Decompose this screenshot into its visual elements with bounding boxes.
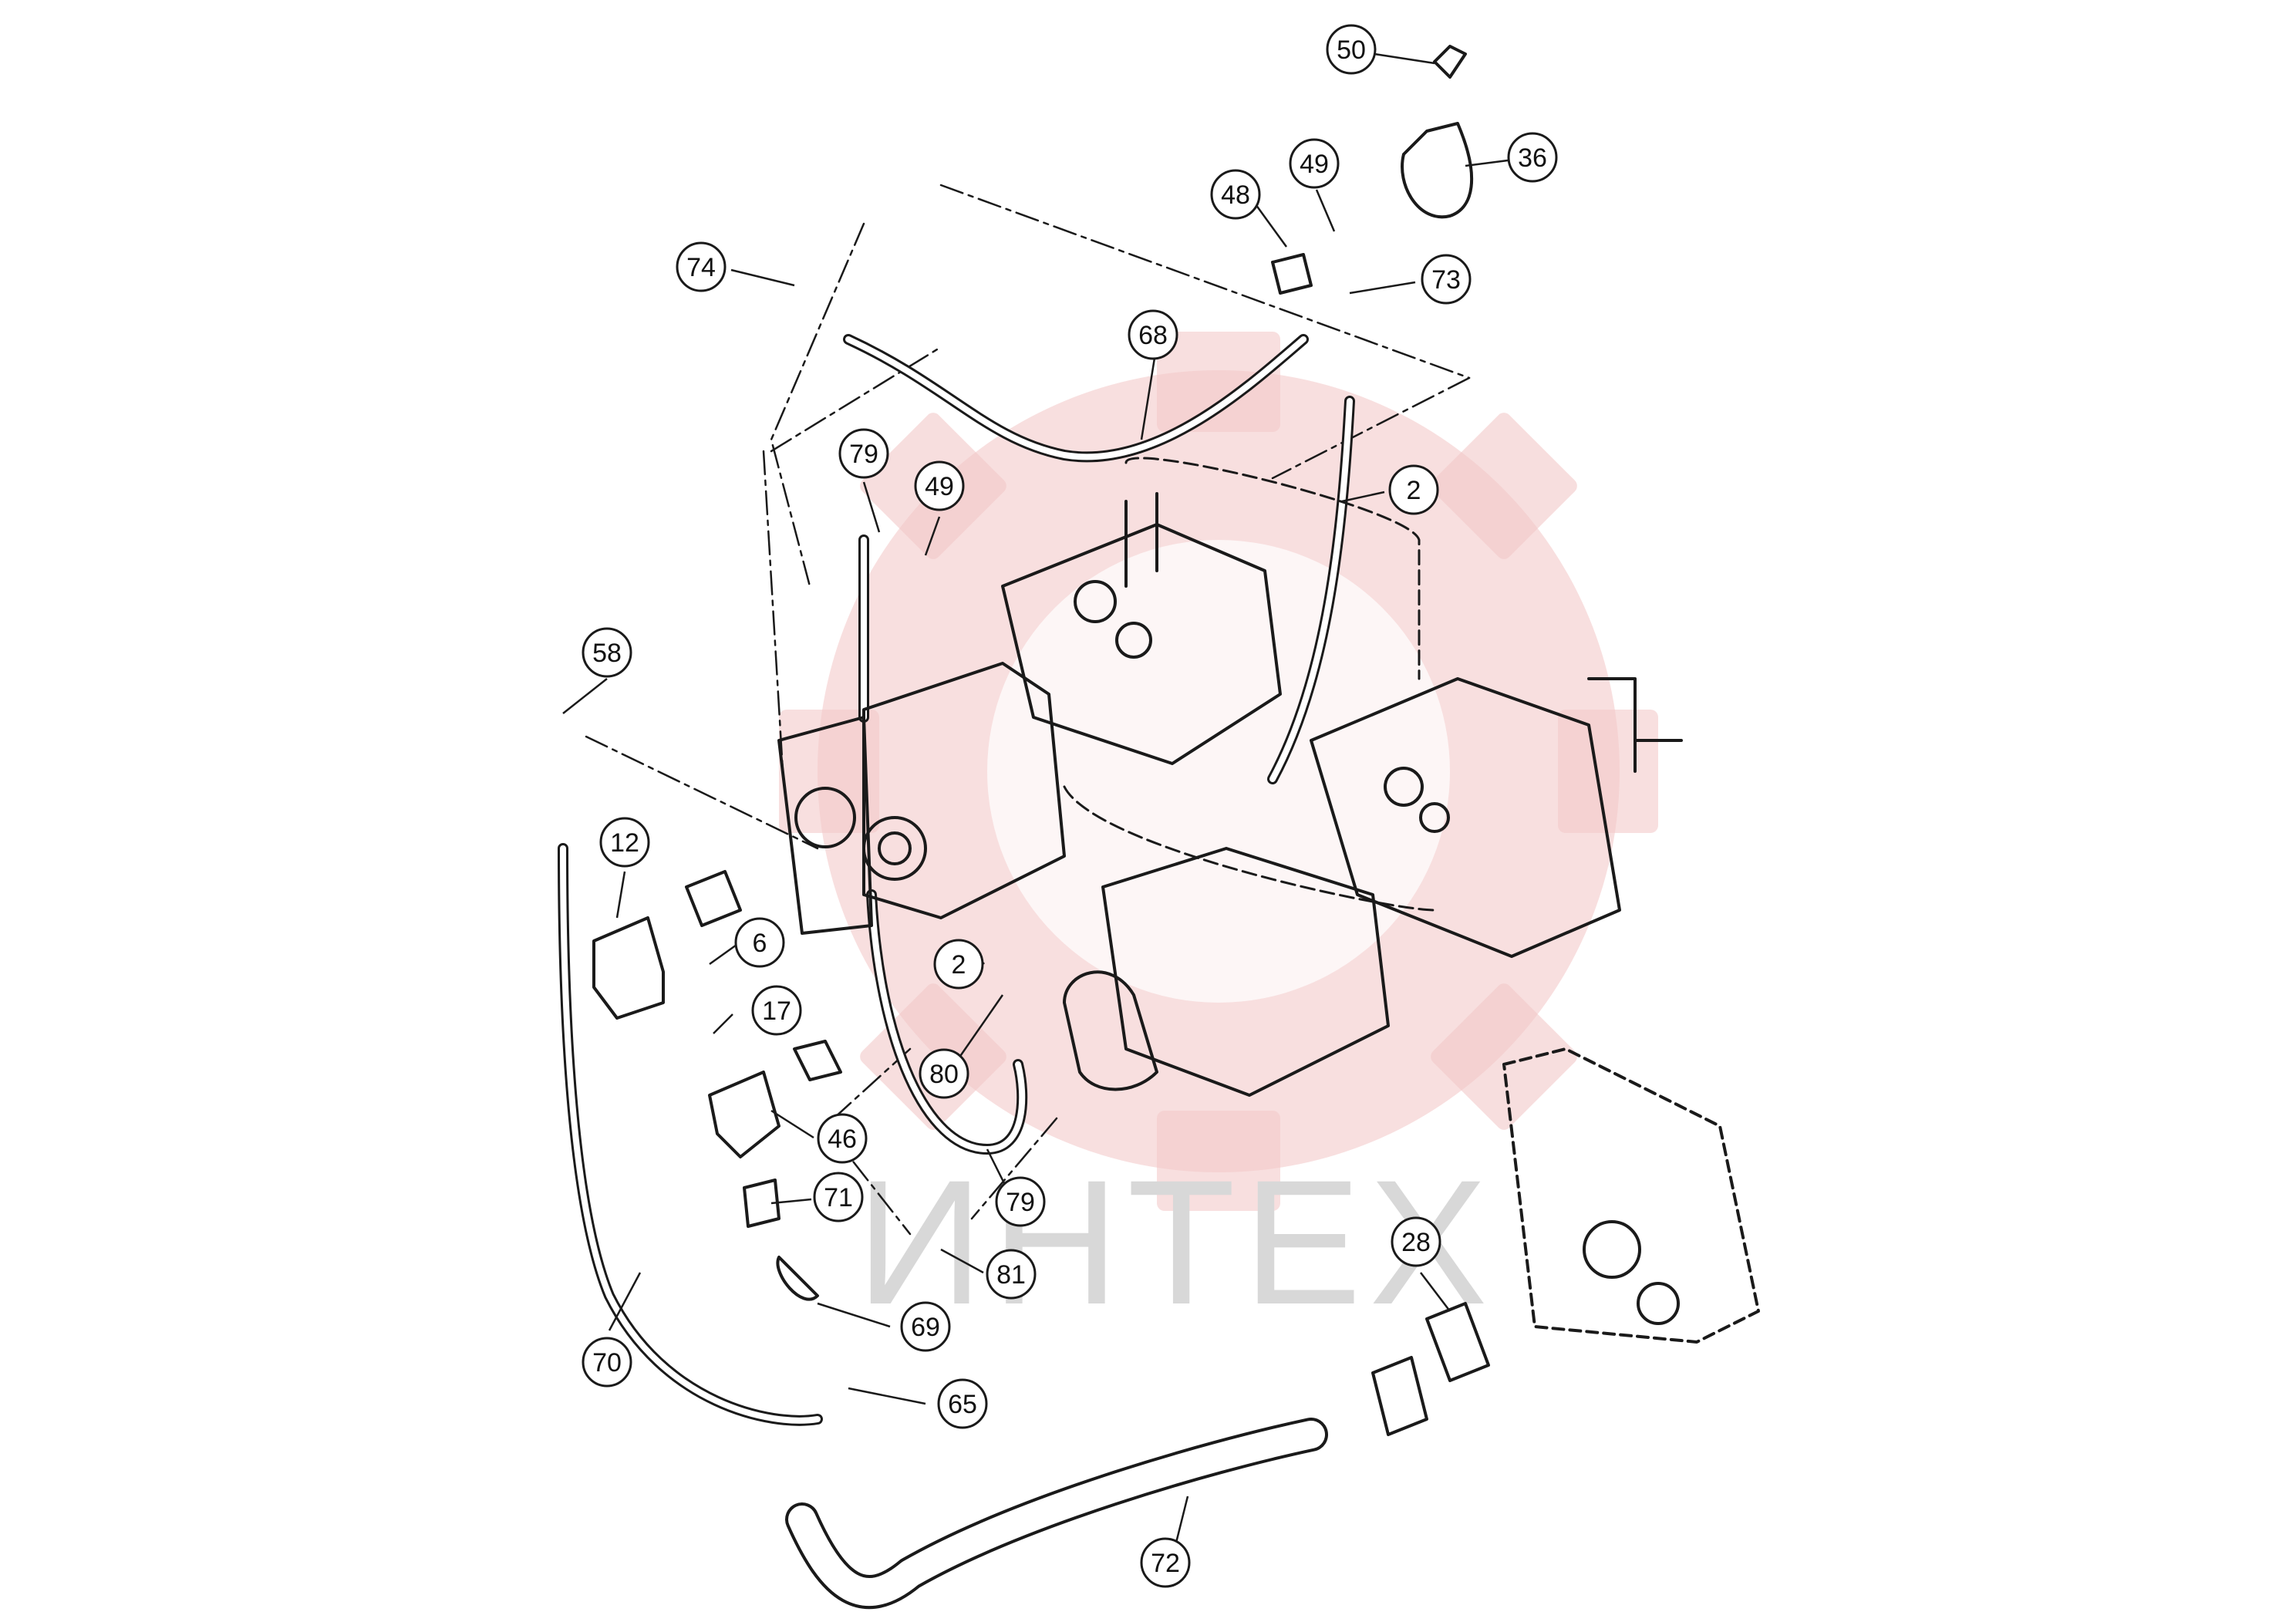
callout-48: 48 [1210, 169, 1261, 220]
callout-71: 71 [813, 1172, 864, 1222]
callout-label: 36 [1518, 143, 1547, 173]
callout-label: 28 [1401, 1228, 1431, 1257]
watermark-text: ИНТЕХ [856, 1143, 1495, 1341]
callout-circle [1128, 309, 1178, 360]
callout-circle [1391, 1216, 1441, 1267]
callout-label: 58 [592, 639, 622, 668]
callout-label: 2 [1407, 476, 1421, 505]
callout-circle [919, 1048, 969, 1099]
callout-circle [1140, 1537, 1191, 1588]
callout-circle [1421, 254, 1472, 305]
callout-label: 79 [1006, 1188, 1035, 1217]
callout-73: 73 [1421, 254, 1472, 305]
callout-circle [838, 428, 889, 479]
callout-label: 69 [911, 1313, 940, 1342]
callout-circle [1326, 24, 1377, 75]
callout-label: 72 [1151, 1549, 1180, 1578]
callout-65: 65 [937, 1378, 988, 1429]
callout-label: 81 [996, 1260, 1026, 1290]
callout-label: 2 [952, 950, 966, 980]
callout-12: 12 [599, 817, 650, 868]
callout-circle [734, 917, 785, 968]
callout-circle [599, 817, 650, 868]
callout-label: 46 [828, 1125, 857, 1154]
callout-circle [933, 939, 984, 990]
callout-circle [751, 985, 802, 1036]
callout-17: 17 [751, 985, 802, 1036]
callout-68: 68 [1128, 309, 1178, 360]
callout-80: 80 [919, 1048, 969, 1099]
callout-36: 36 [1507, 132, 1558, 183]
callout-label: 48 [1221, 180, 1250, 210]
callout-58: 58 [582, 627, 632, 678]
callout-circle [813, 1172, 864, 1222]
callout-6: 6 [734, 917, 785, 968]
callout-label: 49 [925, 472, 954, 501]
callout-circle [914, 460, 965, 511]
callout-circle [995, 1176, 1046, 1227]
callout-label: 70 [592, 1348, 622, 1378]
callout-label: 73 [1431, 265, 1461, 295]
callout-label: 50 [1337, 35, 1366, 65]
callout-circle [1210, 169, 1261, 220]
callout-46: 46 [817, 1113, 868, 1164]
callout-circle [1289, 138, 1340, 189]
reference-lines [585, 184, 1471, 1236]
callout-label: 80 [929, 1060, 959, 1089]
callout-label: 49 [1300, 150, 1329, 179]
callout-circle [582, 1337, 632, 1388]
callout-circle [676, 241, 727, 292]
callout-69: 69 [900, 1301, 951, 1352]
callout-label: 68 [1138, 321, 1168, 350]
callout-circle [986, 1249, 1037, 1300]
callout-leaders [562, 52, 1509, 1559]
callout-circle [900, 1301, 951, 1352]
callout-label: 17 [762, 996, 791, 1026]
callout-label: 74 [686, 253, 716, 282]
callout-label: 65 [948, 1390, 977, 1419]
callout-label: 71 [824, 1183, 853, 1212]
hydraulic-assembly-drawing [558, 45, 1760, 1610]
callout-50: 50 [1326, 24, 1377, 75]
callout-74: 74 [676, 241, 727, 292]
callout-28: 28 [1391, 1216, 1441, 1267]
callout-label: 6 [753, 929, 767, 958]
callout-79: 79 [838, 428, 889, 479]
callout-81: 81 [986, 1249, 1037, 1300]
callout-2: 2 [1388, 464, 1439, 515]
callout-circle [1507, 132, 1558, 183]
callout-circle [582, 627, 632, 678]
callout-70: 70 [582, 1337, 632, 1388]
callout-circle [937, 1378, 988, 1429]
callout-label: 79 [849, 440, 878, 469]
callout-2: 2 [933, 939, 984, 990]
callout-49: 49 [914, 460, 965, 511]
callout-49: 49 [1289, 138, 1340, 189]
callout-circle [1388, 464, 1439, 515]
callout-79: 79 [995, 1176, 1046, 1227]
callout-label: 12 [610, 828, 639, 858]
callout-72: 72 [1140, 1537, 1191, 1588]
callout-balloons: 50 36 48 49 73 74 68 79 49 2 58 12 6 17 2 80 46 71 79 81 28 6… [582, 24, 1558, 1588]
callout-circle [817, 1113, 868, 1164]
